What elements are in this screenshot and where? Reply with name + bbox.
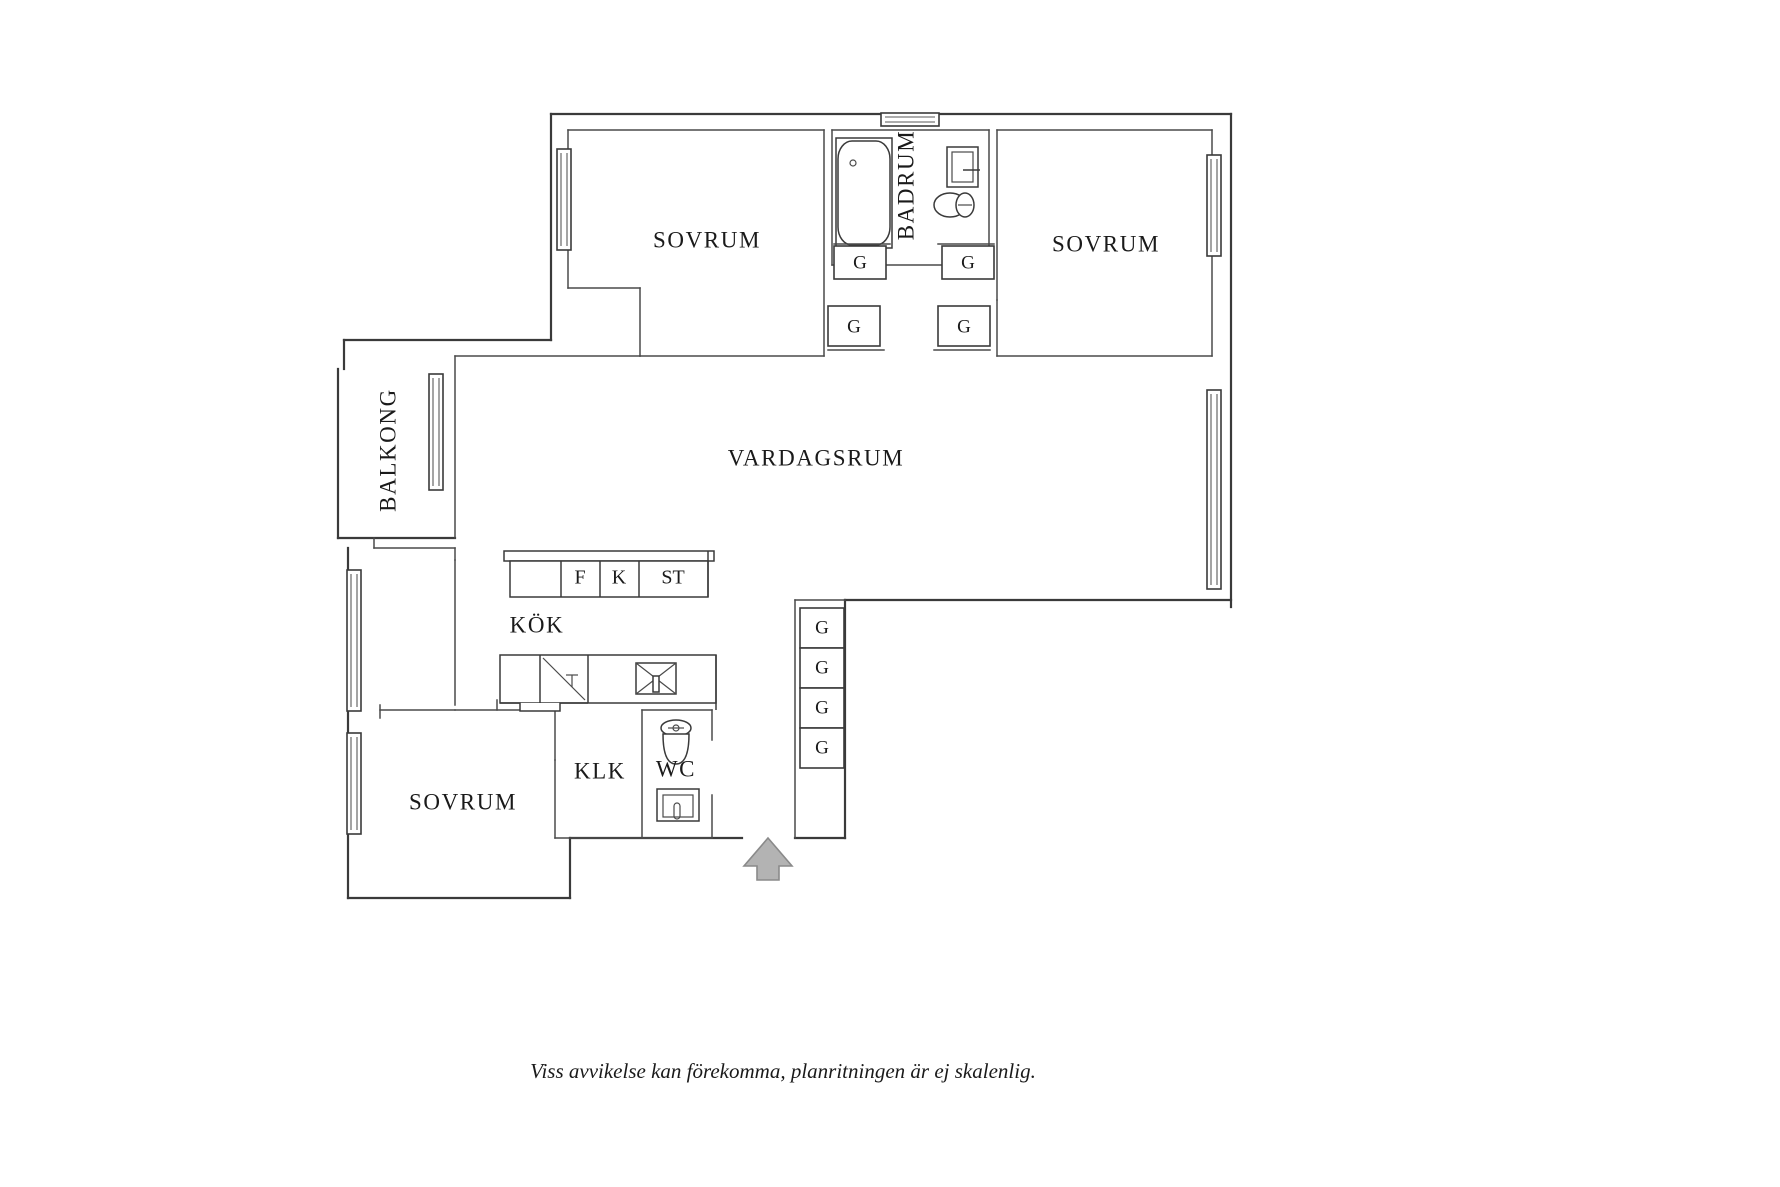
kitchen-unit-f-label: F <box>574 567 585 589</box>
kitchen-upper-cabinets <box>509 560 709 598</box>
room-label-sovrum-top-left: SOVRUM <box>653 227 761 252</box>
window-sovrum-top-left <box>556 148 572 251</box>
inner-walls <box>373 129 1213 839</box>
window-balkong-door <box>428 373 444 491</box>
wc-fixtures <box>656 719 700 822</box>
window-vardagsrum-right <box>1206 389 1222 590</box>
window-sovrum-mid-left <box>346 569 362 712</box>
closet-bath-left: G <box>833 243 891 280</box>
wc-toilet-icon <box>660 719 692 765</box>
kitchen-group: F K ST <box>499 550 717 712</box>
closet-bath-right: G <box>937 243 995 280</box>
kitchen-unit-st-label: ST <box>661 567 684 589</box>
window-sovrum-top-right <box>1206 154 1222 257</box>
room-label-klk: KLK <box>574 758 626 783</box>
kitchen-upper-counter-top <box>503 550 715 562</box>
room-label-sovrum-top-right: SOVRUM <box>1052 231 1160 256</box>
bathtub-drain-icon <box>849 159 857 167</box>
closet-col-2-label: G <box>815 657 829 678</box>
closet-bath-left-label: G <box>853 252 867 273</box>
room-labels: SOVRUM BADRUM SOVRUM BALKONG VARDAGSRUM … <box>375 130 1160 815</box>
closet-hall-left-label: G <box>847 316 861 337</box>
bathroom-fixtures <box>835 137 980 249</box>
closet-column: G G G G <box>799 607 845 769</box>
kitchen-lower-counter <box>499 654 717 704</box>
closet-hall-right-label: G <box>957 316 971 337</box>
room-label-vardagsrum: VARDAGSRUM <box>728 445 905 470</box>
stove-icon <box>542 657 586 701</box>
room-label-wc: WC <box>656 756 696 781</box>
bathtub-basin <box>837 140 891 246</box>
closet-bath-right-label: G <box>961 252 975 273</box>
windows-group <box>346 112 1222 835</box>
disclaimer-caption: Viss avvikelse kan förekomma, planritnin… <box>530 1059 1036 1083</box>
room-label-balkong: BALKONG <box>375 388 400 512</box>
closet-col-1-label: G <box>815 617 829 638</box>
room-label-kok: KÖK <box>510 612 565 637</box>
closet-hall-right: G <box>933 305 991 351</box>
window-sovrum-bottom-left <box>346 732 362 835</box>
closet-hall-left: G <box>827 305 885 351</box>
kitchen-unit-k-label: K <box>612 567 627 589</box>
kitchen-counter-lower-edge <box>500 702 588 712</box>
wc-washbasin-icon <box>656 788 700 822</box>
room-label-sovrum-bottom: SOVRUM <box>409 789 517 814</box>
washbasin-bowl-icon <box>951 151 974 183</box>
room-label-badrum: BADRUM <box>893 130 918 241</box>
closet-col-3-label: G <box>815 697 829 718</box>
entrance-arrow <box>742 836 794 881</box>
window-badrum <box>880 112 940 127</box>
sink-icon <box>635 662 677 695</box>
closets-group: G G G G G G G <box>799 243 995 769</box>
closet-col-4-label: G <box>815 737 829 758</box>
